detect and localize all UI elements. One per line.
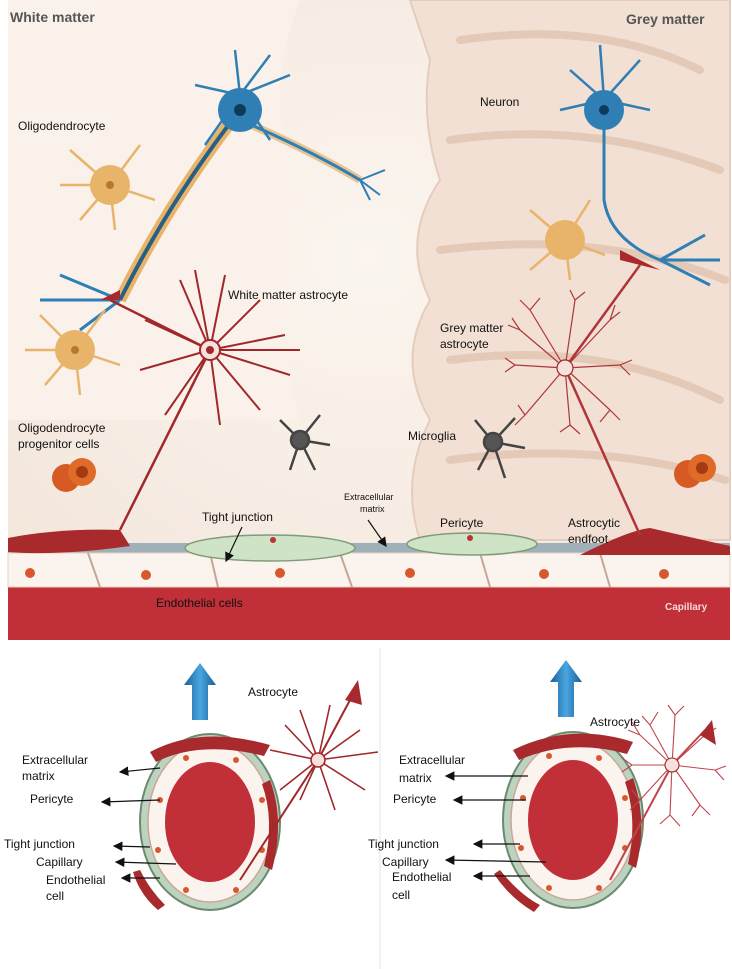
bl-arrow-tight-junction <box>112 841 151 852</box>
bl-label-endothelial-line1: Endothelial <box>46 873 105 887</box>
microglia-right <box>474 417 526 479</box>
arrow-tight-junction <box>225 526 243 563</box>
basement-membrane <box>8 543 730 553</box>
br-label-tight-junction: Tight junction <box>368 837 439 851</box>
white-matter-astrocyte <box>109 269 300 531</box>
cross-section-endfoot-bottom-left <box>133 870 165 910</box>
br-arrow-capillary <box>444 855 547 865</box>
br-label-extracellular-line2: matrix <box>399 771 432 785</box>
header-grey-matter: Grey matter <box>626 11 705 27</box>
bl-label-capillary: Capillary <box>36 855 83 869</box>
label-oligodendrocyte: Oligodendrocyte <box>18 119 106 133</box>
br-label-astrocyte: Astrocyte <box>590 715 640 729</box>
cross-section-endfoot-top-left <box>150 736 270 762</box>
label-pericyte: Pericyte <box>440 516 484 530</box>
neuron-white-matter <box>40 49 386 332</box>
cross-section-endfoot-bottom-right <box>494 870 540 912</box>
label-endothelial-cells: Endothelial cells <box>156 596 243 610</box>
bl-label-astrocyte: Astrocyte <box>248 685 298 699</box>
white-matter-tissue <box>8 0 300 420</box>
red-blood-cell-right <box>674 454 716 488</box>
capillary-lumen <box>8 585 730 640</box>
cross-section-endfoot-right-right <box>625 778 642 868</box>
endothelial-cell-borders <box>87 552 611 588</box>
br-label-extracellular-line1: Extracellular <box>399 753 465 767</box>
endfoot-right <box>580 528 730 555</box>
capillary-wall: Capillary <box>7 528 731 640</box>
oligodendrocyte-progenitor <box>25 309 121 396</box>
endothelial-layer <box>7 552 731 588</box>
cross-section-endfoot-right-left <box>262 780 279 870</box>
label-tight-junction: Tight junction <box>202 510 273 524</box>
up-arrow-right-icon <box>550 660 582 717</box>
label-extracellular-matrix-line1: Extracellular <box>344 492 394 502</box>
endfoot-left <box>8 529 130 554</box>
capillary-label: Capillary <box>665 602 708 613</box>
bl-label-extracellular-line2: matrix <box>22 769 55 783</box>
header-white-matter: White matter <box>10 9 95 25</box>
neuron-grey-matter <box>559 44 720 287</box>
arrow-extracellular-matrix <box>367 519 387 547</box>
microglia-left <box>279 414 331 471</box>
top-panel: White matter Grey matter Ca <box>7 0 731 640</box>
grey-matter-fold <box>436 30 729 484</box>
bl-label-endothelial-line2: cell <box>46 889 64 903</box>
bottom-left-panel: Astrocyte Extracellular matrix Pericyte … <box>4 663 379 911</box>
bl-arrow-capillary <box>114 857 177 868</box>
label-astrocytic-endfoot-line1: Astrocytic <box>568 516 620 530</box>
bl-label-extracellular-line1: Extracellular <box>22 753 88 767</box>
bottom-right-astrocyte <box>609 704 727 881</box>
grey-matter-astrocyte <box>504 264 642 536</box>
label-grey-matter-astrocyte-line2: astrocyte <box>440 337 489 351</box>
bl-label-pericyte: Pericyte <box>30 792 74 806</box>
label-opc-line2: progenitor cells <box>18 437 99 451</box>
label-astrocytic-endfoot-line2: endfoot <box>568 532 609 546</box>
label-neuron: Neuron <box>480 95 519 109</box>
bl-arrow-extracellular <box>118 766 161 776</box>
pericyte-left <box>184 534 356 562</box>
oligodendrocyte-1 <box>60 144 156 231</box>
up-arrow-left-icon <box>184 663 216 720</box>
pericyte-right <box>406 532 538 556</box>
label-extracellular-matrix-line2: matrix <box>360 504 385 514</box>
cross-section-lumen-left <box>165 762 255 882</box>
label-white-matter-astrocyte: White matter astrocyte <box>228 288 348 302</box>
cross-section-lumen-right <box>528 760 618 880</box>
br-label-endothelial-line1: Endothelial <box>392 870 451 884</box>
bottom-right-panel: Astrocyte Extracellular matrix Pericyte … <box>368 660 727 912</box>
bl-arrow-pericyte <box>100 796 161 807</box>
label-opc-line1: Oligodendrocyte <box>18 421 106 435</box>
oligodendrocyte-grey <box>529 199 606 281</box>
red-blood-cell-left <box>52 458 96 492</box>
label-microglia: Microglia <box>408 429 456 443</box>
endothelial-cell-nuclei <box>25 568 669 580</box>
bl-label-tight-junction: Tight junction <box>4 837 75 851</box>
cross-section-endfoot-top-right <box>513 733 633 760</box>
label-grey-matter-astrocyte-line1: Grey matter <box>440 321 503 335</box>
br-label-endothelial-line2: cell <box>392 888 410 902</box>
bottom-left-astrocyte <box>239 680 379 881</box>
br-label-capillary: Capillary <box>382 855 429 869</box>
br-label-pericyte: Pericyte <box>393 792 437 806</box>
